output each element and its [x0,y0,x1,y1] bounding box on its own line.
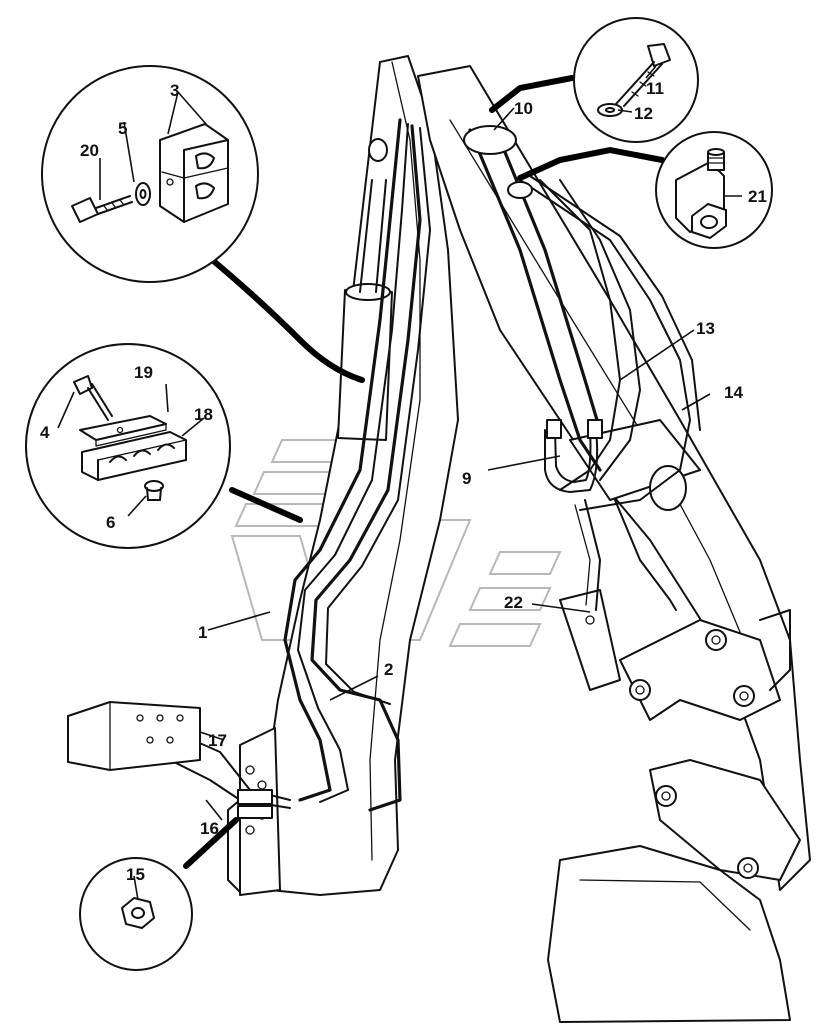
callout-labels: 1 2 3 4 5 6 9 10 11 12 13 14 15 16 17 18… [40,79,767,884]
callout-21: 21 [748,187,767,206]
elbow-fitting-detail [655,131,773,249]
callout-22: 22 [504,593,523,612]
callout-14: 14 [724,383,743,402]
callout-13: 13 [696,319,715,338]
bracket-clamp-detail [41,65,259,283]
leader-lines [57,65,742,901]
callout-16: 16 [200,819,219,838]
callout-19: 19 [134,363,153,382]
callout-15: 15 [126,865,145,884]
bolt-washer-detail [573,17,699,143]
hose-clip-detail [25,343,231,549]
callout-10: 10 [514,99,533,118]
callout-9: 9 [462,469,471,488]
callout-11: 11 [646,79,664,98]
callout-6: 6 [106,513,115,532]
callout-17: 17 [208,731,227,750]
dipper-arm [417,65,811,1023]
detail-pointers [183,75,665,869]
callout-5: 5 [118,119,127,138]
callout-3: 3 [170,81,179,100]
callout-4: 4 [40,423,50,442]
callout-18: 18 [194,405,213,424]
callout-20: 20 [80,141,99,160]
nut-detail [79,857,193,971]
callout-2: 2 [384,660,393,679]
callout-1: 1 [198,623,207,642]
hydraulic-hoses [67,118,701,819]
callout-12: 12 [634,104,653,123]
